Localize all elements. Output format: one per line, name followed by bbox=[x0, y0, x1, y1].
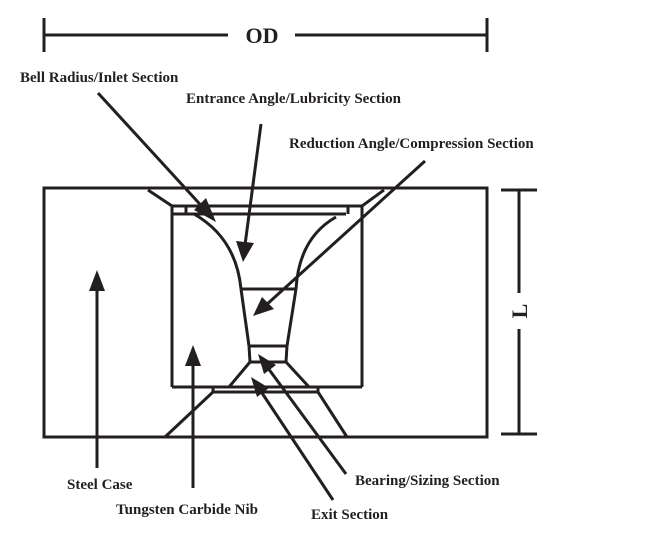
bell-curve-left bbox=[193, 212, 243, 290]
case-top-recess bbox=[147, 188, 385, 216]
bearing-arrowhead bbox=[258, 354, 276, 374]
steel-case-outline bbox=[42, 186, 489, 439]
od-label: OD bbox=[246, 23, 279, 48]
label-reduction-angle: Reduction Angle/Compression Section bbox=[289, 136, 534, 152]
bearing-leader bbox=[263, 363, 348, 475]
label-entrance-angle: Entrance Angle/Lubricity Section bbox=[186, 91, 402, 107]
label-steel-case: Steel Case bbox=[67, 477, 133, 493]
length-label: L bbox=[507, 304, 532, 319]
reduction-angle-arrowhead bbox=[253, 297, 274, 316]
leader-arrows bbox=[89, 91, 427, 501]
od-dimension: OD bbox=[42, 18, 489, 52]
exit-arrowhead bbox=[251, 377, 269, 397]
exit-leader bbox=[258, 389, 335, 501]
steel-case-arrowhead bbox=[89, 270, 105, 291]
bell-radius-leader bbox=[96, 91, 210, 215]
reduction-angle-leader bbox=[263, 159, 427, 308]
length-dimension: L bbox=[501, 188, 537, 436]
entrance-angle-leader bbox=[243, 123, 263, 246]
labels: Bell Radius/Inlet Section Entrance Angle… bbox=[20, 70, 534, 523]
carbide-nib-arrowhead bbox=[185, 345, 201, 366]
label-carbide-nib: Tungsten Carbide Nib bbox=[116, 502, 258, 518]
bell-radius-arrowhead bbox=[194, 198, 216, 222]
bell-curve-right bbox=[294, 215, 337, 290]
case-bottom-recess bbox=[163, 387, 349, 439]
label-bearing: Bearing/Sizing Section bbox=[355, 473, 500, 489]
label-exit: Exit Section bbox=[311, 507, 389, 523]
entrance-angle-arrowhead bbox=[236, 241, 254, 262]
carbide-nib bbox=[170, 206, 364, 389]
label-bell-radius: Bell Radius/Inlet Section bbox=[20, 70, 179, 86]
